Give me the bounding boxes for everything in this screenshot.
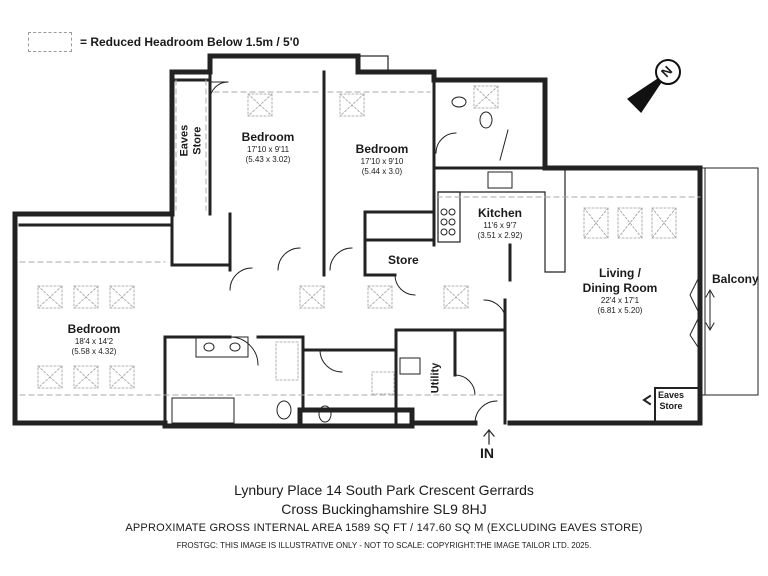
legend: = Reduced Headroom Below 1.5m / 5'0 <box>28 32 299 52</box>
room-living-dining: Living / Dining Room 22'4 x 17'1 (6.81 x… <box>583 266 658 316</box>
small-eaves-line1: Eaves <box>658 390 685 400</box>
copyright-disclaimer: FROSTGC: THIS IMAGE IS ILLUSTRATIVE ONLY… <box>176 541 592 550</box>
legend-text: = Reduced Headroom Below 1.5m / 5'0 <box>80 35 300 49</box>
north-arrow-icon <box>626 59 681 114</box>
balcony-label: Balcony <box>712 272 759 286</box>
kitchen-counter <box>437 167 566 273</box>
room-dims-imperial: 22'4 x 17'1 <box>600 296 640 305</box>
room-bedroom-top-mid: Bedroom 17'10 x 9'10 (5.44 x 3.0) <box>356 142 409 177</box>
room-dims-metric: (5.44 x 3.0) <box>361 167 403 176</box>
store-label: Store <box>388 253 419 267</box>
room-bedroom-top-left: Bedroom 17'10 x 9'11 (5.43 x 3.02) <box>242 130 295 165</box>
reduced-headroom-lines <box>19 79 701 396</box>
room-dims-metric: (5.43 x 3.02) <box>245 155 291 164</box>
eaves-store-line1: Eaves <box>178 124 191 157</box>
room-name: Bedroom <box>241 130 295 144</box>
room-dims-metric: (3.51 x 2.92) <box>477 231 523 240</box>
eaves-store-line2: Store <box>191 126 203 155</box>
room-dims-imperial: 11'6 x 9'7 <box>483 221 517 230</box>
entrance-label: IN <box>480 445 494 461</box>
room-kitchen: Kitchen 11'6 x 9'7 (3.51 x 2.92) <box>478 206 523 241</box>
room-dims-imperial: 18'4 x 14'2 <box>74 337 114 346</box>
small-eaves-store-label: Eaves Store <box>658 390 684 412</box>
entrance-arrow <box>483 429 495 445</box>
interior-walls <box>13 70 547 425</box>
small-eaves-line2: Store <box>659 400 683 411</box>
room-dims-imperial: 17'10 x 9'10 <box>360 157 404 166</box>
roof-windows <box>37 85 677 395</box>
address-line-1: Lynbury Place 14 South Park Crescent Ger… <box>234 482 534 498</box>
dormer-features <box>357 55 389 73</box>
room-name: Bedroom <box>355 142 409 156</box>
room-name: Bedroom <box>67 322 121 336</box>
room-bedroom-left: Bedroom 18'4 x 14'2 (5.58 x 4.32) <box>68 322 121 357</box>
eaves-store-label: Eaves Store <box>178 113 203 169</box>
room-name-line1: Living / <box>599 266 641 280</box>
room-dims-imperial: 17'10 x 9'11 <box>246 145 290 154</box>
small-eaves-store <box>642 387 701 424</box>
room-name-line2: Dining Room <box>582 281 658 295</box>
room-dims-metric: (5.58 x 4.32) <box>71 347 117 356</box>
reduced-headroom-swatch <box>28 32 72 52</box>
area-statement: APPROXIMATE GROSS INTERNAL AREA 1589 SQ … <box>125 522 643 534</box>
door-swings <box>209 81 509 424</box>
room-dims-metric: (6.81 x 5.20) <box>597 306 643 315</box>
balcony-outline <box>689 167 759 396</box>
room-name: Kitchen <box>477 206 523 220</box>
address-line-2: Cross Buckinghamshire SL9 8HJ <box>281 501 487 517</box>
outer-walls <box>12 53 703 429</box>
utility-label: Utility <box>429 362 442 394</box>
sanitary-fixtures <box>171 96 513 424</box>
